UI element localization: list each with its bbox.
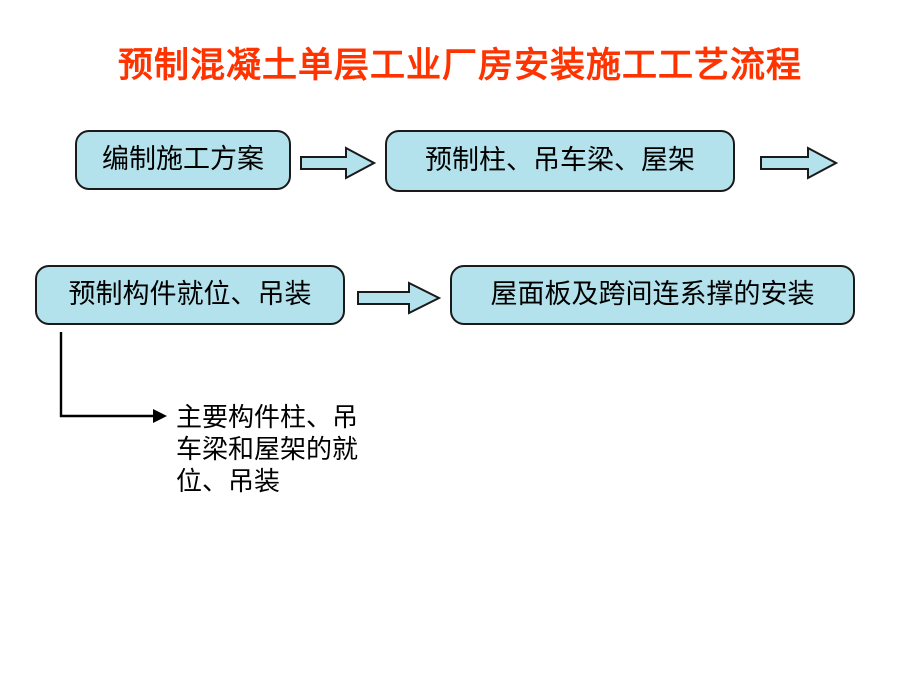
block-arrow-right-3 (357, 281, 442, 315)
annotation-note-line-2: 车梁和屋架的就 (176, 435, 359, 465)
elbow-arrow-icon (59, 332, 167, 423)
flow-node-roof-label: 屋面板及跨间连系撑的安装 (490, 278, 815, 310)
block-arrow-right-icon (357, 281, 442, 315)
block-arrow-right-icon (760, 146, 839, 180)
elbow-connector-arrow (50, 328, 180, 428)
flow-node-roof[interactable]: 屋面板及跨间连系撑的安装 (450, 265, 855, 325)
flow-node-plan[interactable]: 编制施工方案 (75, 130, 291, 190)
block-arrow-right-icon (300, 146, 377, 180)
annotation-note-line-1: 主要构件柱、吊 (176, 403, 359, 433)
page-title: 预制混凝土单层工业厂房安装施工工艺流程 (117, 46, 802, 86)
block-arrow-right-2 (760, 146, 839, 180)
annotation-note: 主要构件柱、吊 车梁和屋架的就 位、吊装 (176, 402, 426, 498)
block-arrow-right-1 (300, 146, 377, 180)
flow-node-position[interactable]: 预制构件就位、吊装 (35, 265, 345, 325)
flow-node-precast-label: 预制柱、吊车梁、屋架 (425, 144, 695, 176)
annotation-note-line-3: 位、吊装 (176, 467, 281, 497)
flow-node-position-label: 预制构件就位、吊装 (68, 278, 312, 310)
flow-node-precast[interactable]: 预制柱、吊车梁、屋架 (385, 130, 735, 192)
flow-node-plan-label: 编制施工方案 (102, 143, 264, 175)
